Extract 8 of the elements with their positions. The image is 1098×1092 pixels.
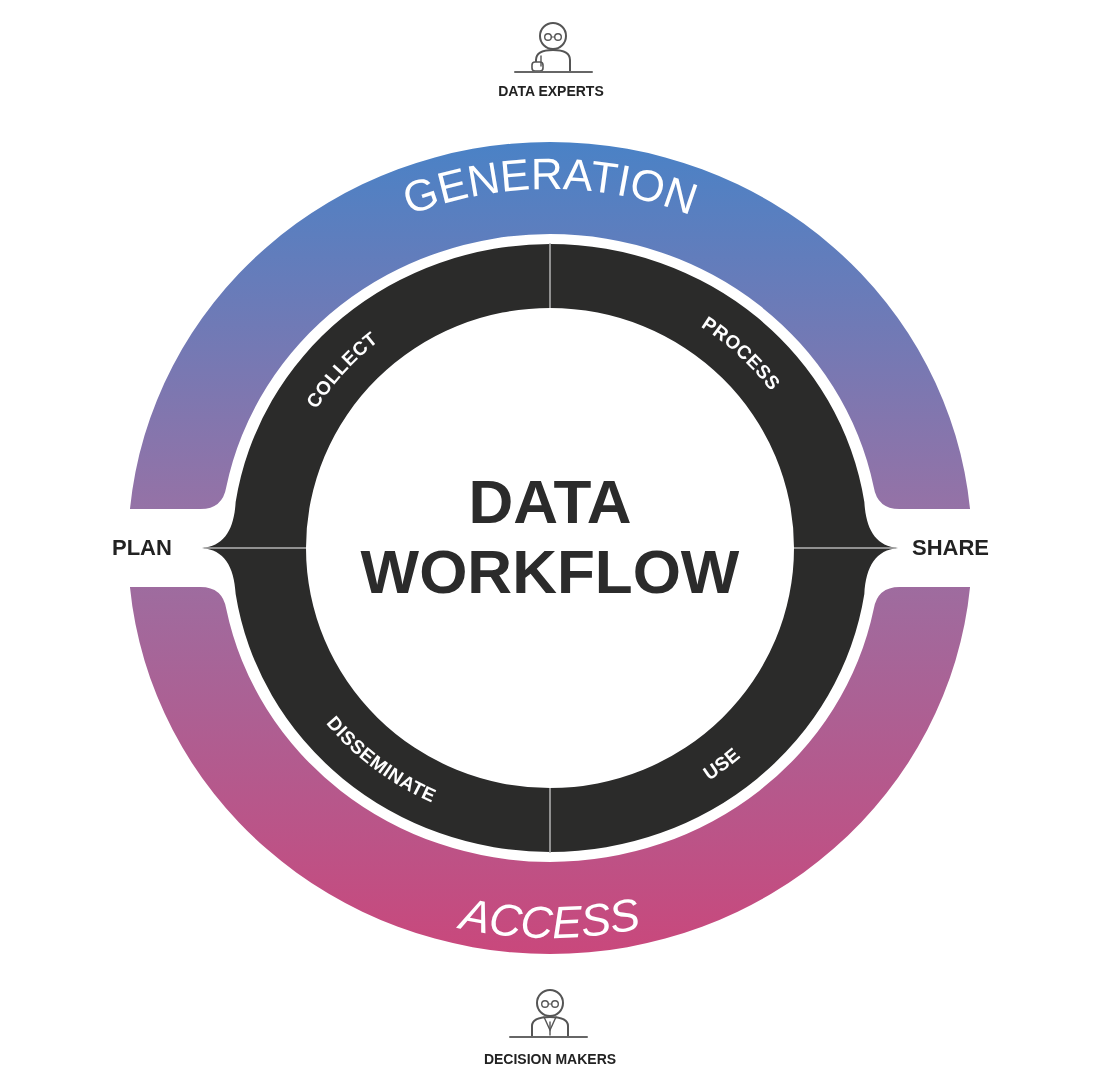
role-label: DECISION MAKERS bbox=[483, 1051, 617, 1068]
role-label: DATA EXPERTS bbox=[498, 83, 604, 100]
side-label: SHARE bbox=[912, 535, 989, 561]
step-label: USE bbox=[699, 743, 744, 785]
side-label: PLAN bbox=[112, 535, 172, 561]
center-title: DATA WORKFLOW bbox=[359, 467, 741, 607]
phase-label: ACCESS bbox=[456, 887, 644, 949]
phase-label: GENERATION bbox=[396, 148, 704, 224]
